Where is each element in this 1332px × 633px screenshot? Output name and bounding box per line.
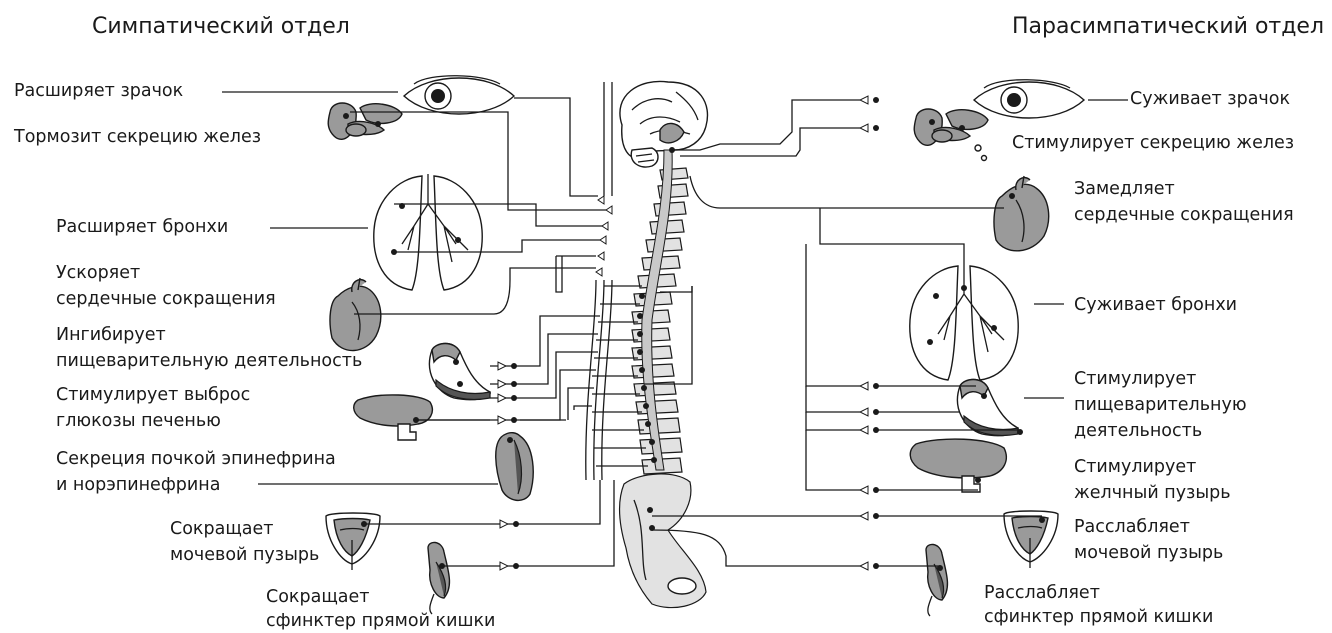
sympathetic-glands-label: Тормозит секрецию желез: [14, 126, 261, 148]
sympathetic-liver-label-1: Стимулирует выброс: [56, 384, 250, 406]
sympathetic-digestion-label-2: пищеварительную деятельность: [56, 350, 362, 372]
rectum-left-icon: [428, 542, 449, 614]
parasympathetic-bladder-label-2: мочевой пузырь: [1074, 542, 1223, 564]
parasympathetic-heart-label-2: сердечные сокращения: [1074, 204, 1294, 226]
bladder-left-icon: [326, 513, 380, 570]
lungs-right-icon: [910, 262, 1018, 380]
bladder-right-icon: [1004, 511, 1058, 568]
heart-right-icon: [994, 176, 1049, 251]
parasympathetic-glands-label: Стимулирует секрецию желез: [1012, 132, 1294, 154]
eye-right-icon: [974, 80, 1084, 118]
parasympathetic-rectum-label-1: Расслабляет: [984, 582, 1100, 604]
sympathetic-pupil-label: Расширяет зрачок: [14, 80, 183, 102]
brain: [620, 81, 708, 158]
brain-and-spine: [620, 81, 708, 607]
sympathetic-bronchi-label: Расширяет бронхи: [56, 216, 228, 238]
salivary-glands-right-icon: [914, 109, 988, 161]
parasympathetic-digestion-label-3: деятельность: [1074, 420, 1202, 442]
sympathetic-header: Симпатический отдел: [92, 14, 350, 39]
liver-right-icon: [910, 439, 1006, 492]
sympathetic-kidney-label-2: и норэпинефрина: [56, 474, 220, 496]
sympathetic-heart-label-1: Ускоряет: [56, 262, 140, 284]
sympathetic-pathways: [350, 98, 614, 566]
liver-left-icon: [354, 395, 433, 440]
sympathetic-heart-label-2: сердечные сокращения: [56, 288, 276, 310]
parasympathetic-bronchi-label: Суживает бронхи: [1074, 294, 1237, 316]
salivary-glands-left-icon: [328, 103, 402, 139]
parasympathetic-gallbladder-label-2: желчный пузырь: [1074, 482, 1231, 504]
stomach-right-icon: [957, 380, 1023, 436]
parasympathetic-digestion-label-2: пищеварительную: [1074, 394, 1247, 416]
sympathetic-kidney-label-1: Секреция почкой эпинефрина: [56, 448, 336, 470]
parasympathetic-header: Парасимпатический отдел: [1012, 14, 1324, 39]
stomach-left-icon: [429, 344, 490, 400]
sympathetic-digestion-label-1: Ингибирует: [56, 324, 166, 346]
rectum-right-icon: [926, 544, 947, 616]
parasympathetic-bladder-label-1: Расслабляет: [1074, 516, 1190, 538]
parasympathetic-rectum-label-2: сфинктер прямой кишки: [984, 606, 1213, 628]
parasympathetic-digestion-label-1: Стимулирует: [1074, 368, 1196, 390]
parasympathetic-ganglia-markers: [860, 96, 879, 570]
parasympathetic-heart-label-1: Замедляет: [1074, 178, 1175, 200]
sympathetic-liver-label-2: глюкозы печенью: [56, 410, 221, 432]
sympathetic-bladder-label-1: Сокращает: [170, 518, 274, 540]
eye-left-icon: [404, 76, 514, 114]
sympathetic-rectum-label-1: Сокращает: [266, 586, 370, 608]
sympathetic-rectum-label-2: сфинктер прямой кишки: [266, 610, 495, 632]
kidney-left-icon: [496, 433, 533, 501]
lungs-left-icon: [374, 174, 482, 290]
parasympathetic-pupil-label: Суживает зрачок: [1130, 88, 1290, 110]
sympathetic-bladder-label-2: мочевой пузырь: [170, 544, 319, 566]
parasympathetic-gallbladder-label-1: Стимулирует: [1074, 456, 1196, 478]
